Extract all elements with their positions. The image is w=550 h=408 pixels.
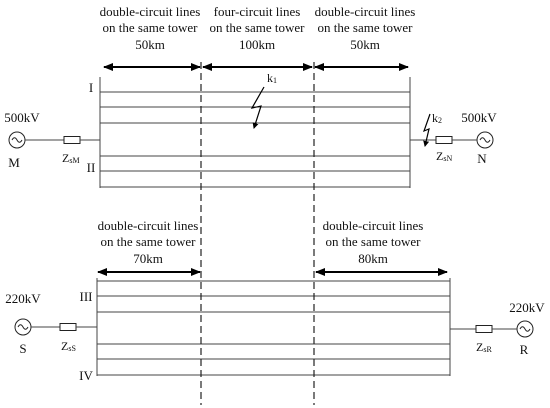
bottom-seg2-line1: double-circuit lines	[323, 218, 424, 233]
top-seg1-length: 50km	[135, 37, 165, 52]
impedance-ZsR-icon	[475, 325, 493, 333]
top-seg2-length: 100km	[239, 37, 275, 52]
impedance-label-ZsS: ZsS	[61, 339, 76, 353]
impedance-ZsN-main: Z	[436, 149, 443, 163]
top-seg2-line1: four-circuit lines	[214, 4, 301, 19]
circuit-label-II: II	[87, 160, 96, 175]
bus-label-M: M	[8, 155, 20, 170]
impedance-label-ZsM: ZsM	[62, 151, 80, 165]
bus-label-R: R	[520, 342, 529, 357]
bus-label-S: S	[19, 341, 26, 356]
top-seg3-line2: on the same tower	[318, 20, 414, 35]
top-seg1-line2: on the same tower	[103, 20, 199, 35]
impedance-ZsS-icon	[59, 323, 77, 331]
source-N-voltage: 500kV	[461, 110, 497, 125]
bottom-seg1-line2: on the same tower	[101, 234, 197, 249]
fault-k2-sub: 2	[438, 116, 442, 125]
bottom-seg1-length: 70km	[133, 251, 163, 266]
top-seg1-line1: double-circuit lines	[100, 4, 201, 19]
circuit-label-I: I	[89, 80, 93, 95]
impedance-label-ZsN: ZsN	[436, 149, 452, 163]
fault-k1-main: k	[267, 71, 273, 85]
impedance-ZsS-sub: sS	[68, 344, 76, 353]
fault-k2-main: k	[432, 111, 438, 125]
impedance-ZsM-sub: sM	[69, 156, 79, 165]
fault-k1-lightning-icon	[250, 86, 265, 129]
fault-k1-label: k1	[267, 71, 277, 85]
bottom-seg1-line1: double-circuit lines	[98, 218, 199, 233]
impedance-ZsR-sub: sR	[483, 345, 492, 354]
circuit-label-IV: IV	[79, 368, 93, 383]
impedance-ZsS-main: Z	[61, 339, 68, 353]
impedance-ZsM-main: Z	[62, 151, 69, 165]
top-seg3-line1: double-circuit lines	[315, 4, 416, 19]
source-R-sine-icon	[519, 326, 531, 332]
bottom-seg2-line2: on the same tower	[326, 234, 422, 249]
impedance-ZsN-icon	[435, 136, 453, 144]
bus-label-N: N	[477, 151, 487, 166]
bottom-seg2-length: 80km	[358, 251, 388, 266]
impedance-ZsM-icon	[63, 136, 81, 144]
impedance-label-ZsR: ZsR	[476, 340, 492, 354]
fault-k2-lightning-icon	[422, 113, 431, 147]
source-M-sine-icon	[11, 137, 23, 143]
fault-k2-label: k2	[432, 111, 442, 125]
source-S-voltage: 220kV	[5, 291, 41, 306]
top-seg3-length: 50km	[350, 37, 380, 52]
source-R-voltage: 220kV	[509, 300, 545, 315]
source-S-sine-icon	[17, 324, 29, 330]
top-seg2-line2: on the same tower	[210, 20, 306, 35]
source-N-sine-icon	[479, 137, 491, 143]
impedance-ZsN-sub: sN	[443, 154, 452, 163]
fault-k1-sub: 1	[273, 76, 277, 85]
source-M-voltage: 500kV	[4, 110, 40, 125]
circuit-label-III: III	[80, 289, 93, 304]
impedance-ZsR-main: Z	[476, 340, 483, 354]
